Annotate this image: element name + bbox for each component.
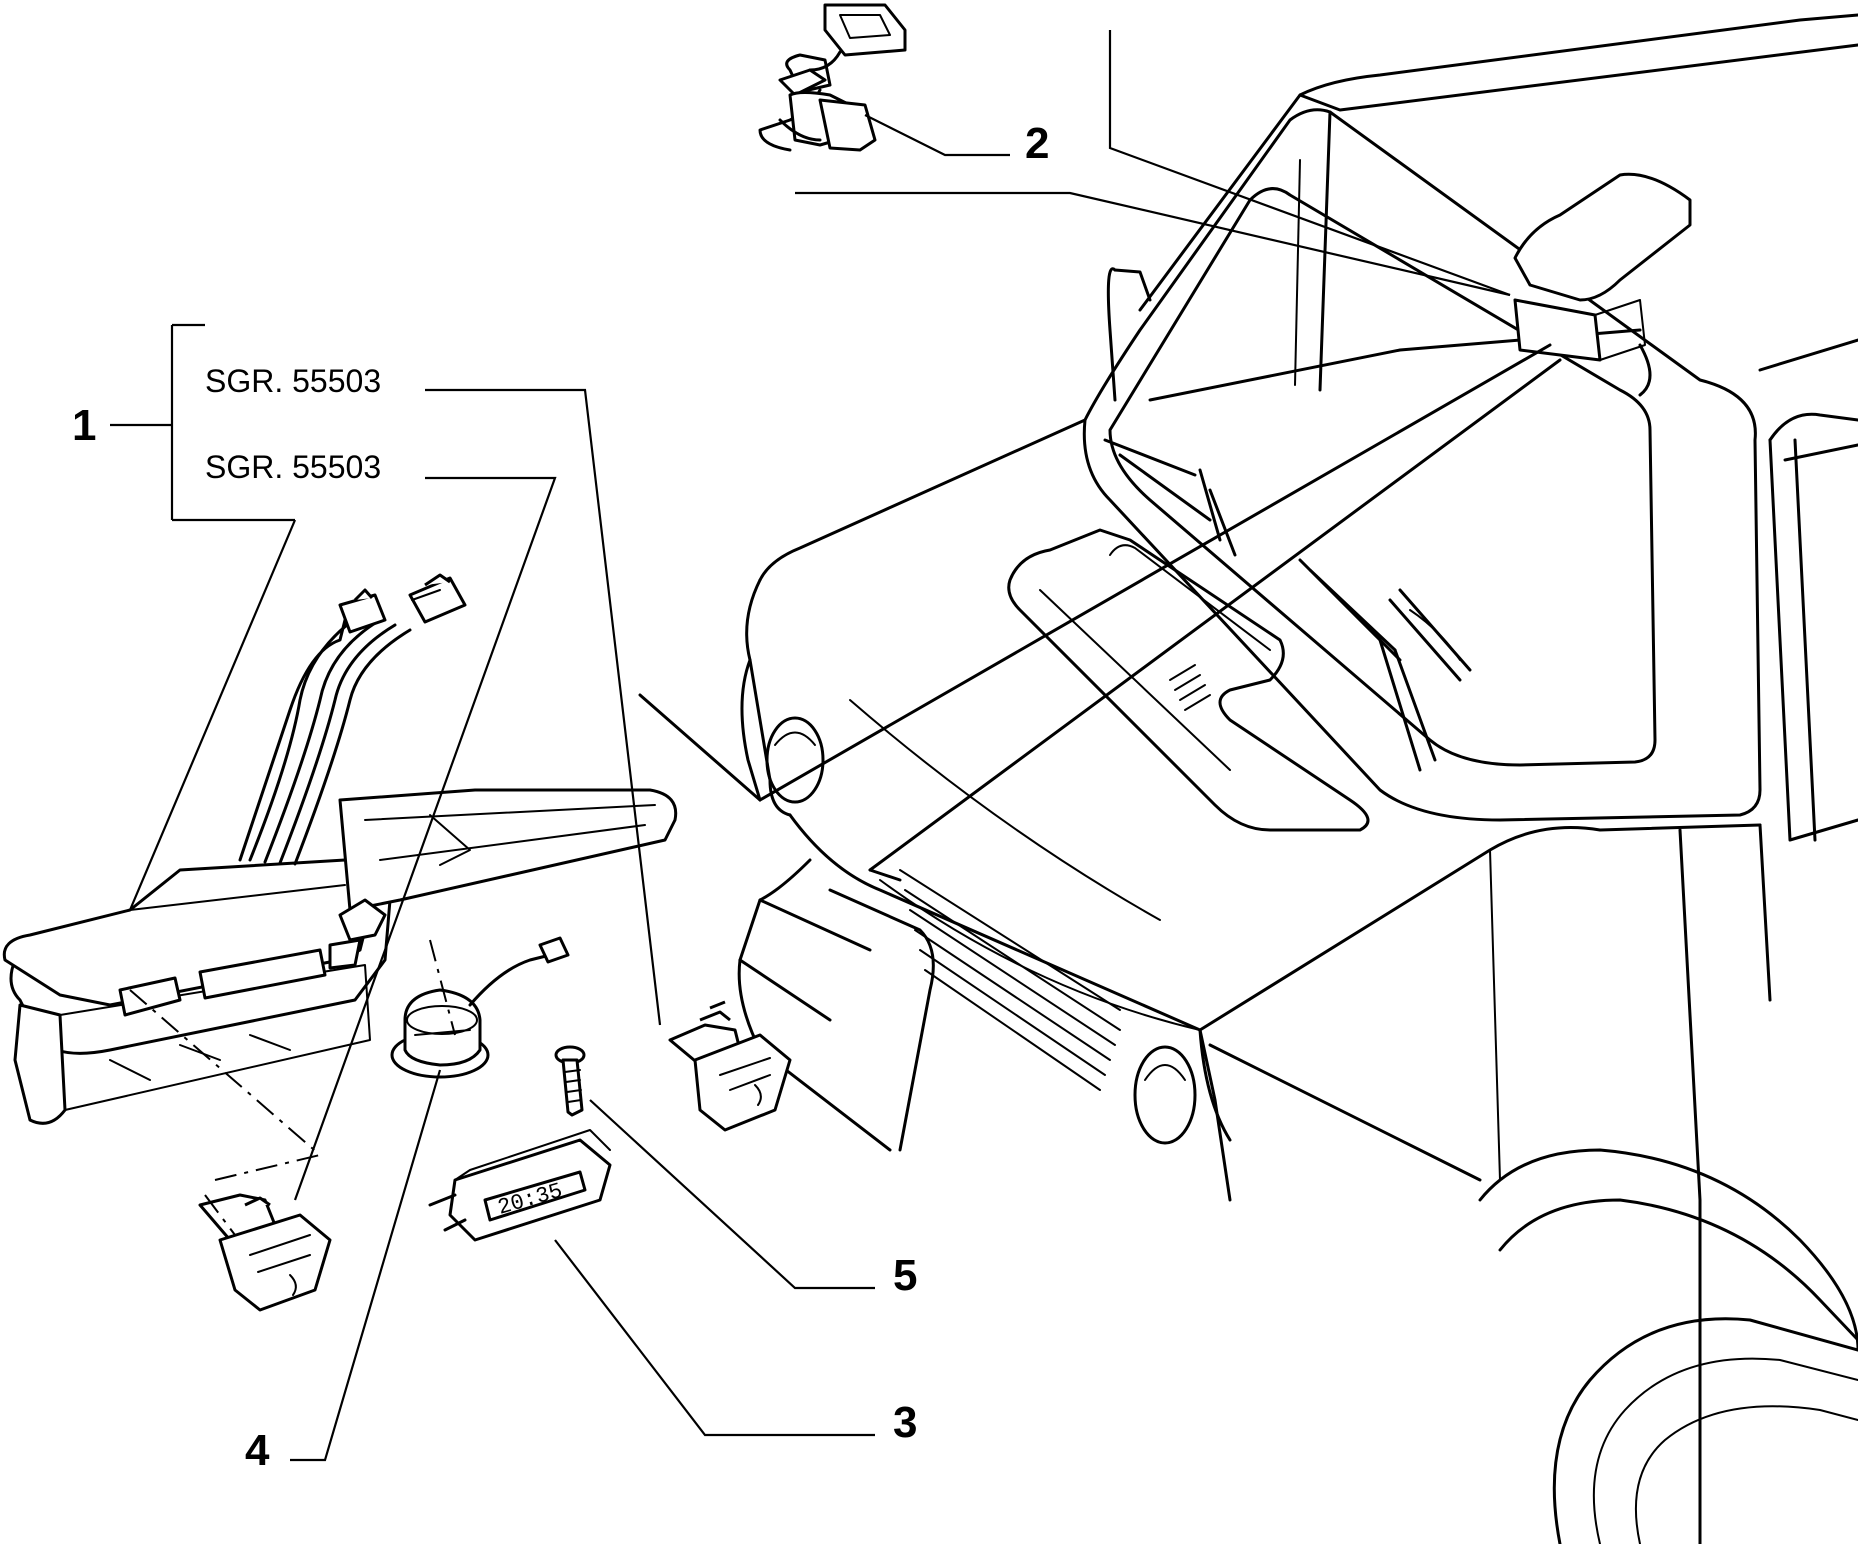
labels: 1 2 3 4 5 SGR. 55503 SGR. 55503 xyxy=(72,119,1049,1475)
callout-5: 5 xyxy=(893,1251,917,1300)
leader-lines xyxy=(110,30,1562,1462)
speaker-part xyxy=(390,936,570,1079)
group-label-lower: SGR. 55503 xyxy=(205,449,381,485)
callout-2: 2 xyxy=(1025,119,1049,168)
group-label-upper: SGR. 55503 xyxy=(205,363,381,399)
callout-3: 3 xyxy=(893,1398,917,1447)
assembly-lines xyxy=(129,939,456,1236)
dome-lamp-part xyxy=(758,3,907,152)
overhead-console-part xyxy=(2,573,678,1125)
screw-part xyxy=(554,1045,586,1117)
callout-4: 4 xyxy=(245,1426,270,1475)
switch-part-right xyxy=(668,1000,792,1132)
switch-part-left xyxy=(198,1193,332,1312)
vehicle-illustration xyxy=(737,13,1858,1544)
callout-1: 1 xyxy=(72,401,96,450)
digital-clock-part: 20:35 xyxy=(428,1129,612,1242)
